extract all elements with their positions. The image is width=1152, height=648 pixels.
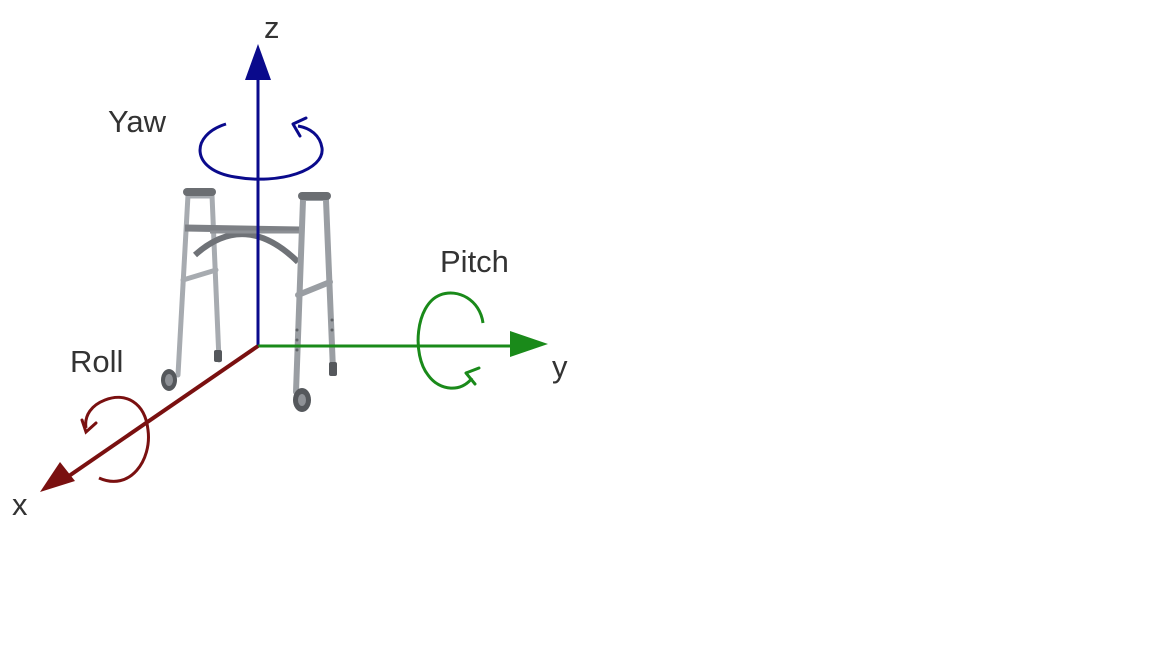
yaw-label: Yaw — [108, 104, 167, 139]
roll-rotation-arrow — [80, 395, 150, 483]
walker-icon — [161, 188, 337, 412]
yaw-rotation-arrow — [198, 116, 324, 181]
x-axis-arrowhead — [40, 462, 75, 492]
z-axis-arrowhead — [245, 44, 271, 80]
pitch-label: Pitch — [440, 244, 509, 279]
z-axis — [245, 44, 271, 346]
y-axis-arrowhead — [510, 331, 548, 357]
x-axis — [40, 344, 260, 492]
x-axis-label: x — [12, 487, 28, 522]
roll-label: Roll — [70, 344, 123, 379]
y-axis — [258, 331, 548, 357]
z-axis-label: z — [264, 10, 280, 45]
pitch-rotation-arrow — [416, 291, 485, 390]
y-axis-label: y — [552, 349, 568, 384]
